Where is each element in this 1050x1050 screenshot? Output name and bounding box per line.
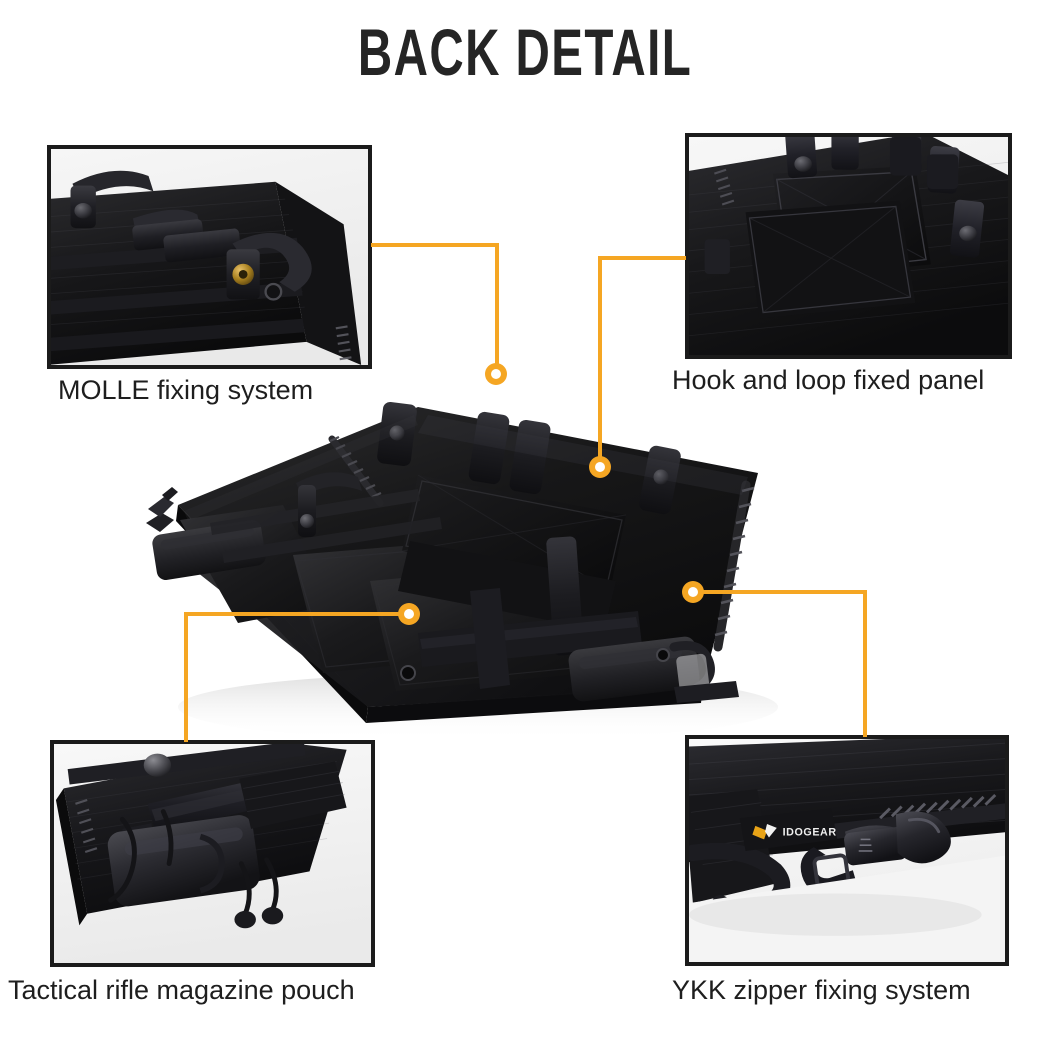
caption-hook-loop: Hook and loop fixed panel (672, 365, 985, 395)
callout-ykk-zipper: IDOGEAR (685, 735, 1009, 966)
magazine-pouch-photo-frame (50, 740, 375, 967)
connector-molle-horizontal (371, 243, 499, 247)
caption-molle: MOLLE fixing system (58, 375, 314, 405)
connector-molle-vertical (495, 243, 499, 373)
molle-photo-frame (47, 145, 372, 369)
ykk-zipper-photo-frame: IDOGEAR (685, 735, 1009, 966)
page-title: BACK DETAIL (357, 15, 693, 89)
hook-loop-photo-frame (685, 133, 1012, 359)
ykk-zipper-detail-photo: IDOGEAR (689, 739, 1005, 962)
hook-loop-detail-photo (689, 137, 1008, 355)
caption-ykk-zipper: YKK zipper fixing system (672, 975, 971, 1005)
callout-molle (47, 145, 372, 369)
molle-detail-photo (51, 149, 368, 365)
callout-magazine-pouch (50, 740, 375, 967)
vest-illustration (146, 401, 778, 741)
callout-hook-loop (685, 133, 1012, 359)
caption-magazine-pouch: Tactical rifle magazine pouch (8, 975, 355, 1005)
magazine-pouch-detail-photo (54, 744, 371, 963)
product-hero-photo (118, 355, 798, 755)
connector-hook-loop-horizontal (598, 256, 686, 260)
connector-ykk-zipper-vertical (863, 590, 867, 737)
brand-label-text: IDOGEAR (783, 827, 837, 839)
